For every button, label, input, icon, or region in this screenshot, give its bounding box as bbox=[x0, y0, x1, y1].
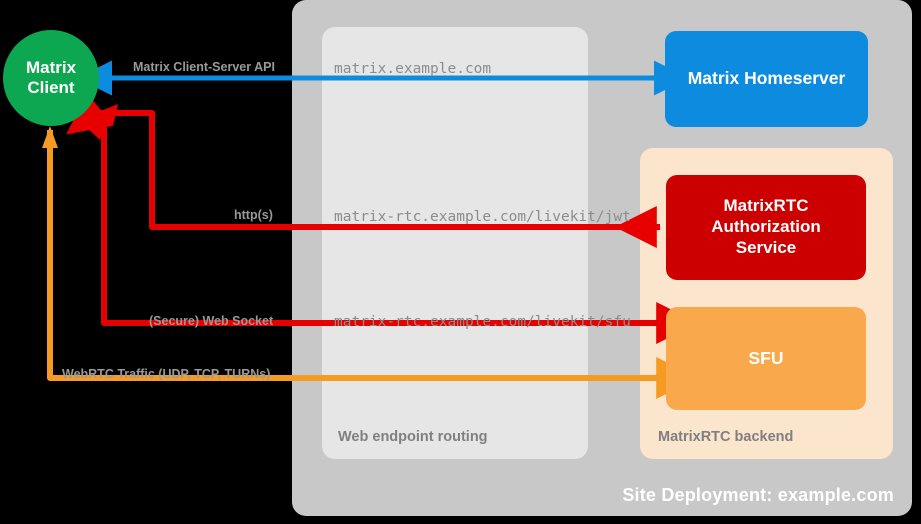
node-sfu[interactable]: SFU bbox=[666, 307, 866, 410]
web-endpoint-routing-container: Web endpoint routing bbox=[322, 27, 588, 459]
node-matrixrtc-authorization-service[interactable]: MatrixRTC Authorization Service bbox=[666, 175, 866, 280]
node-matrix-homeserver[interactable]: Matrix Homeserver bbox=[665, 31, 868, 127]
edge-label-http-jwt: http(s) bbox=[234, 208, 273, 222]
node-matrix-client-line1: Matrix bbox=[25, 57, 77, 77]
node-matrix-client[interactable]: Matrix Client bbox=[3, 30, 99, 126]
edge-label-webrtc-traffic: WebRTC Traffic (UDP, TCP, TURNs) bbox=[62, 367, 271, 381]
edge-webrtc-traffic bbox=[47, 130, 699, 399]
matrixrtc-backend-label: MatrixRTC backend bbox=[658, 429, 794, 445]
web-endpoint-routing-label: Web endpoint routing bbox=[338, 429, 488, 445]
client-inbound-arrowheads bbox=[42, 104, 118, 148]
edge-http-jwt bbox=[66, 92, 660, 248]
url-label-matrix-example-com: matrix.example.com bbox=[334, 61, 492, 77]
node-sfu-label: SFU bbox=[748, 347, 784, 368]
url-label-livekit-jwt: matrix-rtc.example.com/livekit/jwt bbox=[334, 209, 631, 225]
node-auth-line3: Service bbox=[735, 237, 797, 257]
site-deployment-label: Site Deployment: example.com bbox=[622, 485, 894, 505]
node-matrix-homeserver-label: Matrix Homeserver bbox=[687, 68, 846, 89]
edge-label-secure-websocket: (Secure) Web Socket bbox=[149, 314, 274, 328]
node-auth-line2: Authorization bbox=[711, 217, 821, 237]
edge-label-matrix-client-server-api: Matrix Client-Server API bbox=[133, 60, 275, 74]
node-matrix-client-line2: Client bbox=[27, 78, 75, 97]
node-auth-line1: MatrixRTC bbox=[723, 196, 809, 216]
url-label-livekit-sfu: matrix-rtc.example.com/livekit/sfu bbox=[334, 314, 631, 330]
